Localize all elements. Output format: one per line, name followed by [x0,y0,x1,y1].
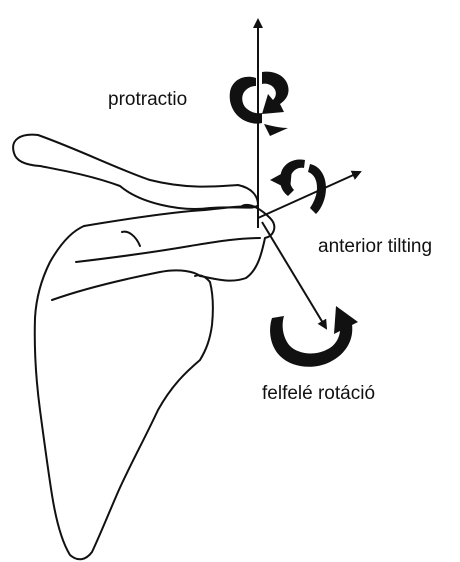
label-upward-rotation: felfelé rotáció [262,384,375,403]
scapula-outline-icon [13,135,274,560]
upward-rotation-arrow-icon [270,306,358,367]
protraction-rotation-arrow-icon [230,72,289,136]
label-anterior-tilting: anterior tilting [318,237,432,256]
diagonal-axis-arrow-icon [262,222,326,328]
tilting-rotation-arrow-icon [270,159,326,214]
label-protraction: protractio [108,90,187,109]
